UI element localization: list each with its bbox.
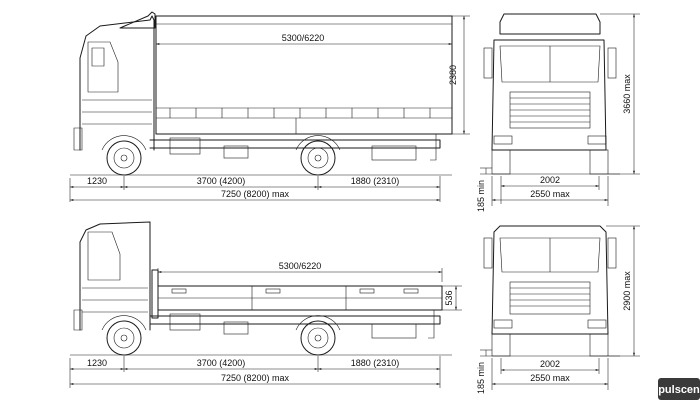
top-front-right-headlight — [587, 135, 607, 145]
bottom-front-right-headlight — [587, 319, 607, 329]
bottom-front-height-label: 2900 max — [622, 271, 632, 311]
bottom-front-overhang-label: 1230 — [87, 358, 107, 368]
bottom-headboard — [151, 269, 159, 319]
top-front-left-headlight — [493, 135, 513, 145]
bottom-front-grille — [509, 281, 591, 315]
top-cab-spoiler — [119, 11, 156, 29]
top-side-view — [70, 11, 453, 176]
bottom-spare-wheel — [371, 323, 417, 339]
top-awning-straps — [169, 108, 431, 118]
top-battery-box — [223, 145, 249, 159]
bottom-front-dimensions: 2900 max 2002 2550 max 185 min — [476, 225, 640, 394]
top-rear-guard — [430, 133, 437, 161]
bottom-side-view — [70, 221, 452, 356]
bottom-front-track-label: 2002 — [540, 359, 560, 369]
top-wheelbase-label: 3700 (4200) — [197, 176, 246, 186]
bottom-front-right-wheel — [589, 333, 609, 357]
bottom-cab-panel-lines — [82, 287, 148, 313]
bottom-front-left-wheel — [491, 333, 511, 357]
bottom-rear-guard — [428, 309, 435, 339]
bottom-rear-overhang-label: 1880 (2310) — [351, 358, 400, 368]
bottom-flatbed-latches — [171, 288, 419, 294]
top-cab-panel-lines — [82, 99, 152, 125]
top-total-length-label: 7250 (8200) max — [221, 189, 290, 199]
top-front-left-mirror — [483, 47, 493, 79]
top-front-height-label: 3660 max — [622, 74, 632, 114]
watermark-badge: pulscen — [658, 378, 700, 400]
top-bumper — [73, 127, 83, 151]
top-side-dimensions: 5300/6220 2380 1230 3700 (4200) 1880 (23… — [69, 15, 470, 202]
bottom-frame — [149, 315, 441, 325]
top-front-roof-fairing — [499, 13, 601, 35]
bottom-front-arch — [101, 315, 147, 331]
top-cab-window — [87, 41, 119, 93]
bottom-front-width-label: 2550 max — [530, 373, 570, 383]
top-tank — [169, 137, 201, 155]
bottom-front-view — [480, 225, 620, 357]
top-front-windshield — [499, 45, 601, 83]
bottom-side-dimensions: 5300/6220 536 1230 3700 (4200) 1880 (231… — [69, 261, 462, 388]
top-front-grille-slats — [510, 97, 590, 123]
bottom-side-height-label: 536 — [444, 290, 454, 305]
bottom-front-left-headlight — [493, 319, 513, 329]
top-spare-wheel — [371, 145, 417, 161]
bottom-battery-box — [223, 321, 249, 335]
bottom-wheelbase-label: 3700 (4200) — [197, 358, 246, 368]
top-front-arch — [101, 135, 147, 151]
top-front-overhang-label: 1230 — [87, 176, 107, 186]
bottom-platform-length-label: 5300/6220 — [279, 261, 322, 271]
top-rear-wheel — [300, 140, 336, 176]
top-front-clearance-label: 185 min — [476, 180, 486, 212]
bottom-front-clearance-label: 185 min — [476, 362, 486, 394]
top-frame — [149, 139, 441, 149]
top-front-view — [480, 13, 620, 175]
top-front-dimensions: 3660 max 2002 2550 max 185 min — [476, 13, 640, 212]
bottom-front-right-mirror — [607, 237, 617, 269]
top-front-track-label: 2002 — [540, 175, 560, 185]
top-body-height-label: 2380 — [448, 65, 458, 85]
top-platform-length-label: 5300/6220 — [282, 33, 325, 43]
bottom-rear-wheel — [300, 320, 336, 356]
bottom-front-grille-slats — [510, 287, 590, 307]
bottom-front-left-mirror — [483, 237, 493, 269]
top-front-cab — [491, 39, 607, 151]
top-rear-arch — [295, 135, 341, 151]
watermark-logo-text: pulscen — [658, 384, 700, 396]
bottom-front-wheel — [106, 320, 142, 356]
bottom-cab-window — [87, 231, 121, 281]
top-front-right-wheel — [589, 149, 609, 175]
bottom-total-length-label: 7250 (8200) max — [221, 373, 290, 383]
top-rear-overhang-label: 1880 (2310) — [351, 176, 400, 186]
top-front-left-wheel — [491, 149, 511, 175]
top-cab-mirror — [91, 47, 105, 67]
top-front-wheel — [106, 140, 142, 176]
bottom-cab-outline — [79, 221, 151, 331]
top-front-width-label: 2550 max — [530, 189, 570, 199]
top-cab-outline — [79, 15, 155, 151]
top-awning-body — [155, 15, 453, 135]
bottom-front-windshield — [499, 237, 601, 273]
top-front-right-mirror — [607, 47, 617, 79]
bottom-bumper — [73, 309, 83, 331]
bottom-rear-arch — [295, 315, 341, 331]
bottom-tank — [169, 313, 201, 331]
